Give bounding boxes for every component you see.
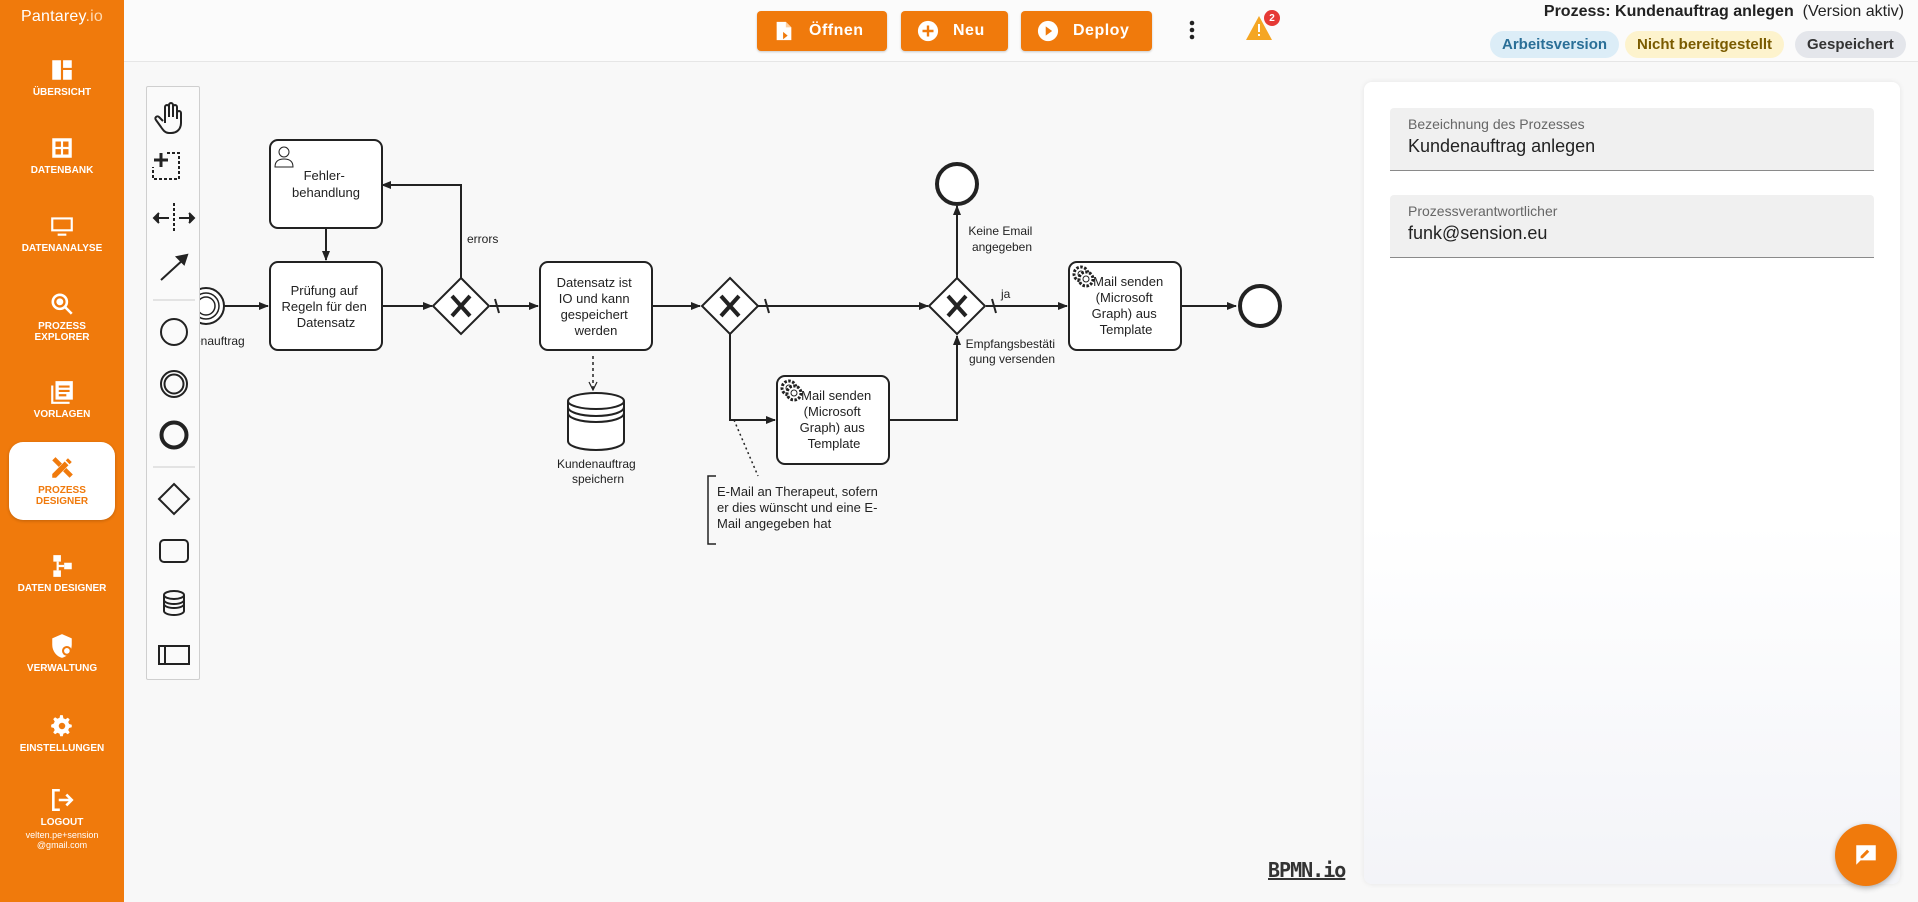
start-event-tool-icon[interactable] — [160, 318, 188, 346]
gateway-tool-icon[interactable] — [157, 482, 191, 516]
monitor-icon — [51, 216, 73, 236]
service-task-icon — [780, 379, 803, 402]
more-vertical-icon — [1189, 20, 1195, 40]
sidebar: Pantarey.io ÜBERSICHT DATENBANK DATENANA… — [0, 0, 124, 902]
flow-label-confirmation: Empfangsbestäti gung versenden — [966, 337, 1059, 366]
process-owner-value[interactable]: funk@sension.eu — [1408, 223, 1548, 243]
lasso-tool-icon[interactable] — [152, 152, 180, 180]
status-badge-saved: Gespeichert — [1795, 31, 1906, 58]
feedback-chat-button[interactable] — [1835, 824, 1897, 886]
flow-label-no-email: Keine Email angegeben — [968, 224, 1035, 254]
admin-shield-icon — [52, 633, 72, 658]
flow-gateway2-mail2 — [729, 334, 776, 424]
properties-panel: Bezeichnung des Prozesses Kundenauftrag … — [1364, 82, 1900, 884]
sidebar-item-uebersicht[interactable]: ÜBERSICHT — [0, 40, 124, 114]
data-store-tool-icon[interactable] — [163, 590, 185, 617]
end-event[interactable] — [1238, 284, 1282, 328]
sidebar-item-daten-designer[interactable]: DATEN DESIGNER — [0, 536, 124, 610]
task-pruefung[interactable]: Prüfung auf Regeln für den Datensatz — [269, 261, 383, 351]
flow-gateway-error — [381, 181, 462, 278]
process-name-value[interactable]: Kundenauftrag anlegen — [1408, 136, 1596, 156]
grid-icon — [52, 137, 72, 158]
sidebar-item-vorlagen[interactable]: VORLAGEN — [0, 362, 124, 436]
status-badge-deploy-state: Nicht bereitgestellt — [1625, 31, 1785, 58]
tool-palette — [146, 86, 200, 680]
start-event-label: enauftrag — [194, 334, 245, 348]
flow-mail2-gateway3 — [889, 335, 961, 421]
task-mail-senden-1[interactable]: Mail senden (Microsoft Graph) aus Templa… — [1068, 261, 1182, 351]
warning-icon — [1246, 16, 1272, 40]
process-title: Prozess: Kundenauftrag anlegen (Version … — [1543, 3, 1904, 20]
library-icon — [51, 380, 73, 404]
data-store-label: Kundenauftrag speichern — [557, 457, 639, 486]
new-button[interactable]: Neu — [901, 11, 1008, 51]
gateway-exclusive-1[interactable] — [431, 276, 491, 336]
logout-icon — [52, 788, 74, 811]
process-name-field[interactable]: Bezeichnung des Prozesses Kundenauftrag … — [1390, 108, 1874, 171]
svg-text:Mail senden (Microsoft: Mail senden (Microsoft Graph) aus Templa… — [1092, 274, 1167, 337]
pool-tool-icon[interactable] — [158, 645, 190, 665]
annotation-association — [733, 419, 759, 477]
search-process-icon — [51, 293, 73, 315]
sidebar-item-verwaltung[interactable]: VERWALTUNG — [0, 616, 124, 690]
more-menu-button[interactable] — [1178, 16, 1206, 44]
sidebar-item-einstellungen[interactable]: EINSTELLUNGEN — [0, 696, 124, 770]
connect-tool-icon[interactable] — [160, 253, 189, 281]
status-badge-arbeitsversion: Arbeitsversion — [1490, 31, 1620, 58]
task-mail-senden-2[interactable]: Mail senden (Microsoft Graph) aus Templa… — [776, 375, 890, 465]
process-owner-field[interactable]: Prozessverantwortlicher funk@sension.eu — [1390, 195, 1874, 258]
sidebar-item-datenbank[interactable]: DATENBANK — [0, 118, 124, 192]
text-annotation[interactable]: E-Mail an Therapeut, sofern er dies wüns… — [707, 475, 882, 545]
gear-icon — [51, 714, 72, 736]
svg-text:Fehler- behandlung: Fehler- behandlung — [292, 168, 360, 200]
bpmn-io-watermark[interactable]: BPMN.io — [1268, 858, 1346, 882]
sidebar-item-logout[interactable]: LOGOUT velten.pe+sension @gmail.com — [0, 770, 124, 866]
svg-text:Datensatz ist IO und kan: Datensatz ist IO und kann gespeichert we… — [557, 275, 636, 338]
end-event-tool-icon[interactable] — [159, 420, 189, 450]
chat-feedback-icon — [1856, 845, 1876, 865]
bpmn-canvas[interactable]: enauftrag Fehler- behandlung Prüfung auf… — [124, 63, 1364, 902]
process-owner-label: Prozessverantwortlicher — [1408, 203, 1558, 219]
brand-logo[interactable]: Pantarey.io — [21, 8, 103, 25]
svg-text:Prüfung auf Regeln für d: Prüfung auf Regeln für den Datensatz — [282, 283, 371, 330]
task-fehlerbehandlung[interactable]: Fehler- behandlung — [269, 139, 383, 229]
space-tool-icon[interactable] — [152, 203, 196, 233]
process-name-label: Bezeichnung des Prozesses — [1408, 116, 1585, 132]
user-task-icon — [274, 146, 294, 168]
add-circle-icon — [917, 20, 939, 42]
gateway-exclusive-3[interactable] — [927, 276, 987, 336]
deploy-button[interactable]: Deploy — [1021, 11, 1152, 51]
design-tools-icon — [52, 457, 73, 478]
warnings-button[interactable]: 2 — [1244, 10, 1280, 46]
sidebar-item-prozess-explorer[interactable]: PROZESS EXPLORER — [0, 280, 124, 354]
svg-text:E-Mail an Therapeut, sofern: E-Mail an Therapeut, sofern er dies wüns… — [717, 484, 882, 531]
default-flow-marker — [494, 298, 997, 314]
open-button[interactable]: Öffnen — [757, 11, 887, 51]
flow-label-errors: errors — [467, 232, 498, 246]
sidebar-item-datenanalyse[interactable]: DATENANALYSE — [0, 196, 124, 270]
warning-count-badge: 2 — [1264, 10, 1280, 26]
svg-text:Mail senden (Microsoft: Mail senden (Microsoft Graph) aus Templa… — [800, 388, 875, 451]
user-email: velten.pe+sension @gmail.com — [25, 829, 99, 850]
data-store[interactable] — [567, 392, 625, 452]
dashboard-icon — [52, 59, 72, 80]
task-datensatz-io[interactable]: Datensatz ist IO und kann gespeichert we… — [539, 261, 653, 351]
end-event-no-email[interactable] — [935, 162, 979, 206]
intermediate-event-tool-icon[interactable] — [160, 370, 188, 398]
schema-icon — [53, 554, 72, 577]
open-file-icon — [776, 21, 792, 41]
play-circle-icon — [1037, 20, 1059, 42]
sidebar-item-prozess-designer[interactable]: PROZESS DESIGNER — [9, 442, 115, 520]
flow-label-ja: ja — [1000, 287, 1011, 301]
task-tool-icon[interactable] — [159, 539, 189, 563]
hand-tool-icon[interactable] — [154, 102, 182, 134]
service-task-icon — [1072, 265, 1095, 288]
gateway-exclusive-2[interactable] — [700, 276, 760, 336]
